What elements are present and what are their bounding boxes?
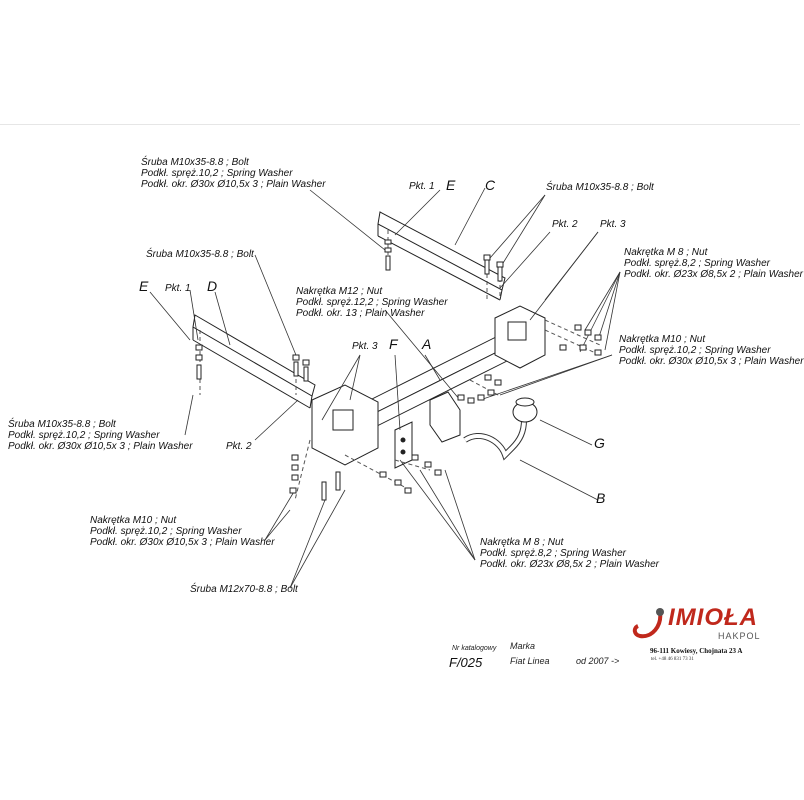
- text-line: Nakrętka M 8 ; Nut: [624, 247, 708, 258]
- label-top-bolt: Śruba M10x35-8.8 ; Bolt Podkł. spręż.10,…: [141, 157, 326, 190]
- text-line: Nakrętka M10 ; Nut: [619, 334, 706, 345]
- label-m8-nut-bottom: Nakrętka M 8 ; Nut Podkł. spręż.8,2 ; Sp…: [480, 537, 659, 570]
- text-line: Nakrętka M12 ; Nut: [296, 286, 383, 297]
- text-line: Podkł. spręż.10,2 ; Spring Washer: [141, 168, 293, 179]
- fasteners-top: [384, 239, 504, 282]
- text-line: Podkł. okr. Ø30x Ø10,5x 3 ; Plain Washer: [619, 356, 804, 367]
- text-line: Podkł. okr. Ø30x Ø10,5x 3 ; Plain Washer: [90, 537, 275, 548]
- label-pkt2-top: Pkt. 2: [552, 219, 578, 230]
- socket-plate: [429, 391, 461, 443]
- text-line: Podkł. okr. Ø30x Ø10,5x 3 ; Plain Washer: [8, 441, 193, 452]
- label-m8-nut-right: Nakrętka M 8 ; Nut Podkł. spręż.8,2 ; Sp…: [624, 247, 803, 280]
- towball-g: [512, 397, 538, 423]
- label-m12-bolt: Śruba M12x70-8.8 ; Bolt: [190, 584, 298, 595]
- label-m10-nut-left: Nakrętka M10 ; Nut Podkł. spręż.10,2 ; S…: [90, 515, 275, 548]
- text-line: Podkł. spręż.10,2 ; Spring Washer: [8, 430, 160, 441]
- label-left-bolt-group: Śruba M10x35-8.8 ; Bolt Podkł. spręż.10,…: [8, 419, 193, 452]
- side-plate-right: [494, 305, 546, 369]
- text-line: Podkł. okr. Ø23x Ø8,5x 2 ; Plain Washer: [624, 269, 803, 280]
- letter-e-top: E: [446, 177, 456, 193]
- label-pkt1-top: Pkt. 1: [409, 181, 435, 192]
- brand-value: Fiat Linea: [510, 656, 550, 666]
- side-plate-left: [311, 384, 379, 466]
- letter-d: D: [207, 278, 218, 294]
- year-value: od 2007 ->: [576, 656, 620, 666]
- brand-label: Marka: [510, 641, 536, 651]
- label-pkt2-left: Pkt. 2: [226, 441, 252, 452]
- label-m10-nut-right: Nakrętka M10 ; Nut Podkł. spręż.10,2 ; S…: [619, 334, 804, 367]
- fasteners-left: [195, 344, 310, 382]
- fasteners-right: [559, 324, 602, 356]
- text-line: Podkł. spręż.10,2 ; Spring Washer: [619, 345, 771, 356]
- page-divider: [0, 124, 800, 125]
- text-line: Podkł. okr. 13 ; Plain Washer: [296, 308, 425, 319]
- letter-f: F: [389, 336, 398, 352]
- text-line: Podkł. spręż.8,2 ; Spring Washer: [480, 548, 626, 559]
- text-line: Podkł. spręż.8,2 ; Spring Washer: [624, 258, 770, 269]
- text-line: Podkł. okr. Ø23x Ø8,5x 2 ; Plain Washer: [480, 559, 659, 570]
- text-line: Podkł. spręż.10,2 ; Spring Washer: [90, 526, 242, 537]
- text-line: Podkł. okr. Ø30x Ø10,5x 3 ; Plain Washer: [141, 179, 326, 190]
- company-address: 96-111 Kowiesy, Chojnata 23 A: [650, 647, 743, 655]
- fasteners-bottom-left: [289, 454, 341, 501]
- label-m12-nut: Nakrętka M12 ; Nut Podkł. spręż.12,2 ; S…: [296, 286, 448, 319]
- catalog-label: Nr katalogowy: [452, 645, 497, 652]
- text-line: Nakrętka M10 ; Nut: [90, 515, 177, 526]
- towball-neck-b: [463, 419, 527, 461]
- label-pkt1-left: Pkt. 1: [165, 283, 191, 294]
- bracket-c: [377, 211, 506, 301]
- letter-a: A: [422, 336, 432, 352]
- text-line: Podkł. spręż.12,2 ; Spring Washer: [296, 297, 448, 308]
- plate-f: [394, 421, 413, 469]
- letter-c: C: [485, 177, 496, 193]
- letter-e-left: E: [139, 278, 149, 294]
- label-left-bolt: Śruba M10x35-8.8 ; Bolt: [146, 249, 254, 260]
- logo-hook-icon: [632, 608, 664, 639]
- logo-sub: HAKPOL: [718, 631, 761, 641]
- bracket-d: [192, 314, 316, 409]
- catalog-value: F/025: [449, 655, 483, 670]
- label-pkt3-mid: Pkt. 3: [352, 341, 378, 352]
- fasteners-m12: [457, 374, 502, 404]
- label-top-right-bolt: Śruba M10x35-8.8 ; Bolt: [546, 182, 654, 193]
- fasteners-bottom: [379, 454, 442, 494]
- letter-b: B: [596, 490, 606, 506]
- label-pkt3-top: Pkt. 3: [600, 219, 626, 230]
- text-line: Nakrętka M 8 ; Nut: [480, 537, 564, 548]
- letter-g: G: [594, 435, 605, 451]
- logo-name: IMIOŁA: [668, 604, 758, 631]
- company-tel: tel. +48 46 831 73 31: [651, 657, 694, 662]
- text-line: Śruba M10x35-8.8 ; Bolt: [141, 157, 249, 168]
- text-line: Śruba M10x35-8.8 ; Bolt: [8, 419, 116, 430]
